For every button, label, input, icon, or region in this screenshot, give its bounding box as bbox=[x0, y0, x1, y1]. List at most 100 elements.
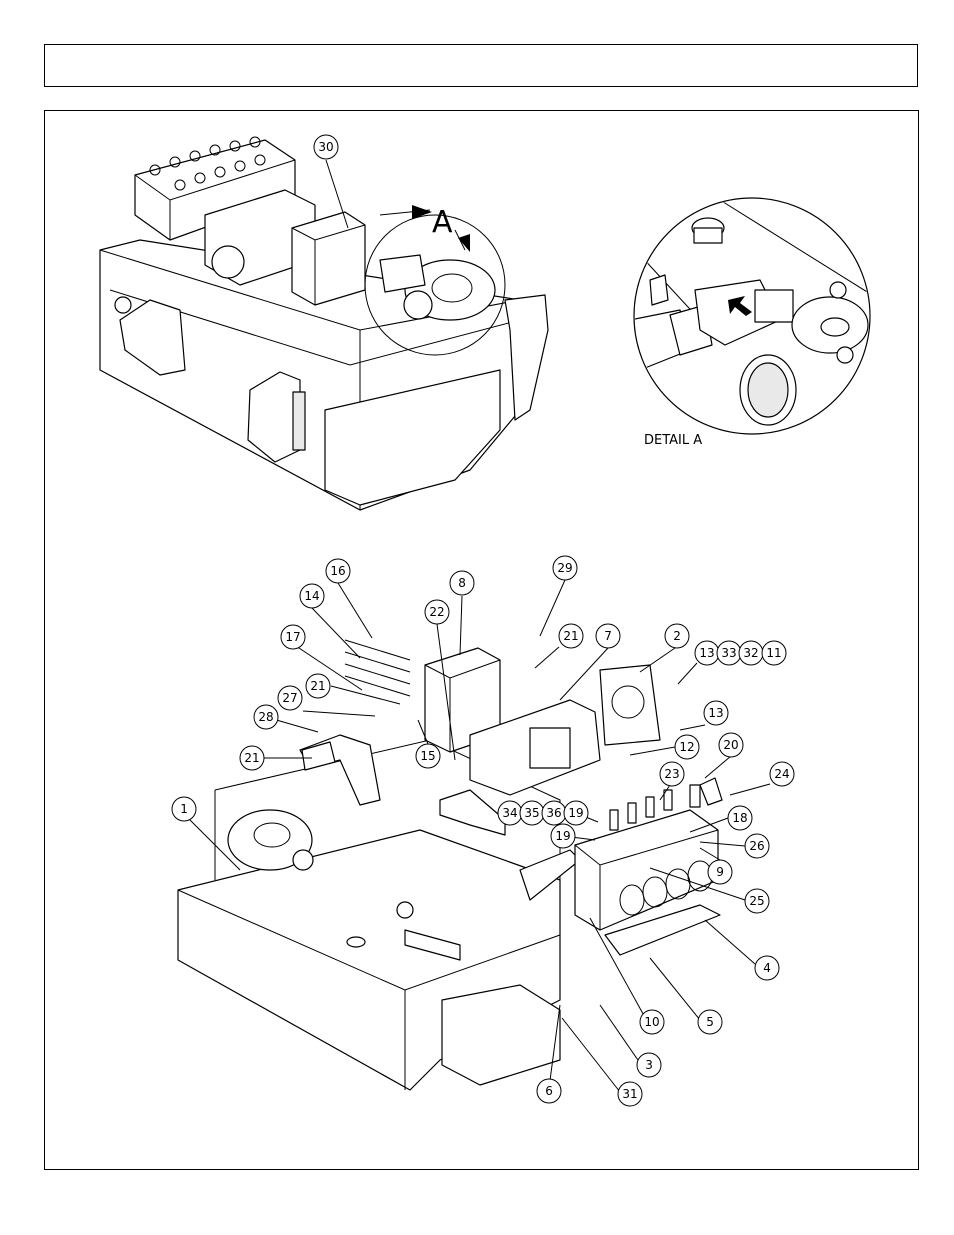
top-front-panel bbox=[324, 369, 501, 506]
svg-text:21: 21 bbox=[563, 629, 578, 643]
callout: 18 bbox=[727, 805, 753, 831]
fill-cap bbox=[346, 936, 366, 948]
callout: 35 bbox=[519, 800, 545, 826]
callout: 8 bbox=[449, 570, 475, 596]
top-breather bbox=[114, 296, 132, 314]
manifold-bolts bbox=[344, 639, 411, 697]
callout: 21 bbox=[305, 673, 331, 699]
svg-text:21: 21 bbox=[244, 751, 259, 765]
filter-head bbox=[227, 809, 313, 871]
top-right-bracket bbox=[504, 294, 549, 421]
svg-text:16: 16 bbox=[330, 564, 345, 578]
callout: 28 bbox=[253, 704, 279, 730]
callout: 26 bbox=[744, 833, 770, 859]
callout: 21 bbox=[239, 745, 265, 771]
callout: 13 bbox=[703, 700, 729, 726]
svg-text:11: 11 bbox=[766, 646, 781, 660]
top-pump-shaft bbox=[211, 245, 245, 279]
breather bbox=[396, 901, 414, 919]
svg-text:20: 20 bbox=[723, 738, 738, 752]
callout: 3 bbox=[636, 1052, 662, 1078]
svg-text:28: 28 bbox=[258, 710, 273, 724]
callout: 10 bbox=[639, 1009, 665, 1035]
callout: 33 bbox=[716, 640, 742, 666]
svg-text:12: 12 bbox=[679, 740, 694, 754]
callout: 20 bbox=[718, 732, 744, 758]
svg-text:9: 9 bbox=[716, 865, 724, 879]
top-manifold bbox=[291, 211, 366, 306]
svg-text:4: 4 bbox=[763, 961, 771, 975]
detail-port bbox=[754, 289, 794, 323]
callout: 23 bbox=[659, 761, 685, 787]
svg-text:30: 30 bbox=[318, 140, 333, 154]
svg-text:8: 8 bbox=[458, 576, 466, 590]
detail-bolt-top bbox=[829, 281, 847, 299]
main-frame bbox=[44, 110, 919, 1170]
callout: 4 bbox=[754, 955, 780, 981]
callout: 34 bbox=[497, 800, 523, 826]
svg-text:10: 10 bbox=[644, 1015, 659, 1029]
svg-text:5: 5 bbox=[706, 1015, 714, 1029]
top-sight-gauge bbox=[292, 391, 306, 451]
svg-text:13: 13 bbox=[708, 706, 723, 720]
svg-text:23: 23 bbox=[664, 767, 679, 781]
svg-text:22: 22 bbox=[429, 605, 444, 619]
callout: 2 bbox=[664, 623, 690, 649]
svg-text:19: 19 bbox=[555, 829, 570, 843]
valve-mount-bracket bbox=[604, 904, 721, 956]
svg-text:31: 31 bbox=[622, 1087, 637, 1101]
elbow-fitting bbox=[699, 777, 723, 806]
detail-bolt-bottom bbox=[836, 346, 854, 364]
callout: 16 bbox=[325, 558, 351, 584]
callout: 36 bbox=[541, 800, 567, 826]
callout: 5 bbox=[697, 1009, 723, 1035]
pump-mount-plate bbox=[599, 664, 661, 746]
svg-text:35: 35 bbox=[524, 806, 539, 820]
callout: 17 bbox=[280, 624, 306, 650]
callout: 15 bbox=[415, 743, 441, 769]
svg-text:29: 29 bbox=[557, 561, 572, 575]
svg-text:1: 1 bbox=[180, 802, 188, 816]
callout-balloons: 30 16 14 17 21 27 28 21 8 22 29 21 7 2 1… bbox=[171, 134, 795, 1107]
svg-text:18: 18 bbox=[732, 811, 747, 825]
svg-text:25: 25 bbox=[749, 894, 764, 908]
callout: 7 bbox=[595, 623, 621, 649]
callout: 27 bbox=[277, 685, 303, 711]
svg-text:36: 36 bbox=[546, 806, 561, 820]
callout: 30 bbox=[313, 134, 339, 160]
svg-text:15: 15 bbox=[420, 749, 435, 763]
callout: 11 bbox=[761, 640, 787, 666]
callout: 21 bbox=[558, 623, 584, 649]
callout: 6 bbox=[536, 1078, 562, 1104]
suction-elbow bbox=[301, 741, 336, 771]
callout: 32 bbox=[738, 640, 764, 666]
callout: 13 bbox=[694, 640, 720, 666]
detail-a-view bbox=[633, 197, 871, 435]
filter-port bbox=[292, 849, 314, 871]
callout: 14 bbox=[299, 583, 325, 609]
svg-text:14: 14 bbox=[304, 589, 319, 603]
svg-text:19: 19 bbox=[568, 806, 583, 820]
detail-caption: DETAIL A bbox=[644, 433, 703, 448]
tank-front-shield bbox=[441, 984, 561, 1086]
callout: 19 bbox=[550, 823, 576, 849]
svg-text:32: 32 bbox=[743, 646, 758, 660]
svg-text:34: 34 bbox=[502, 806, 517, 820]
callout: 25 bbox=[744, 888, 770, 914]
svg-text:13: 13 bbox=[699, 646, 714, 660]
mount-bracket bbox=[439, 789, 506, 836]
callout: 31 bbox=[617, 1081, 643, 1107]
svg-text:7: 7 bbox=[604, 629, 612, 643]
callout: 24 bbox=[769, 761, 795, 787]
exploded-assembly bbox=[177, 639, 723, 1091]
top-left-bracket bbox=[119, 299, 186, 376]
top-filter-port bbox=[403, 290, 433, 320]
svg-text:24: 24 bbox=[774, 767, 789, 781]
detail-letter: A bbox=[432, 205, 453, 240]
callout: 22 bbox=[424, 599, 450, 625]
level-bar bbox=[404, 929, 461, 961]
callout: 12 bbox=[674, 734, 700, 760]
suction-strainer bbox=[299, 734, 381, 806]
top-assembly: A bbox=[99, 136, 549, 511]
